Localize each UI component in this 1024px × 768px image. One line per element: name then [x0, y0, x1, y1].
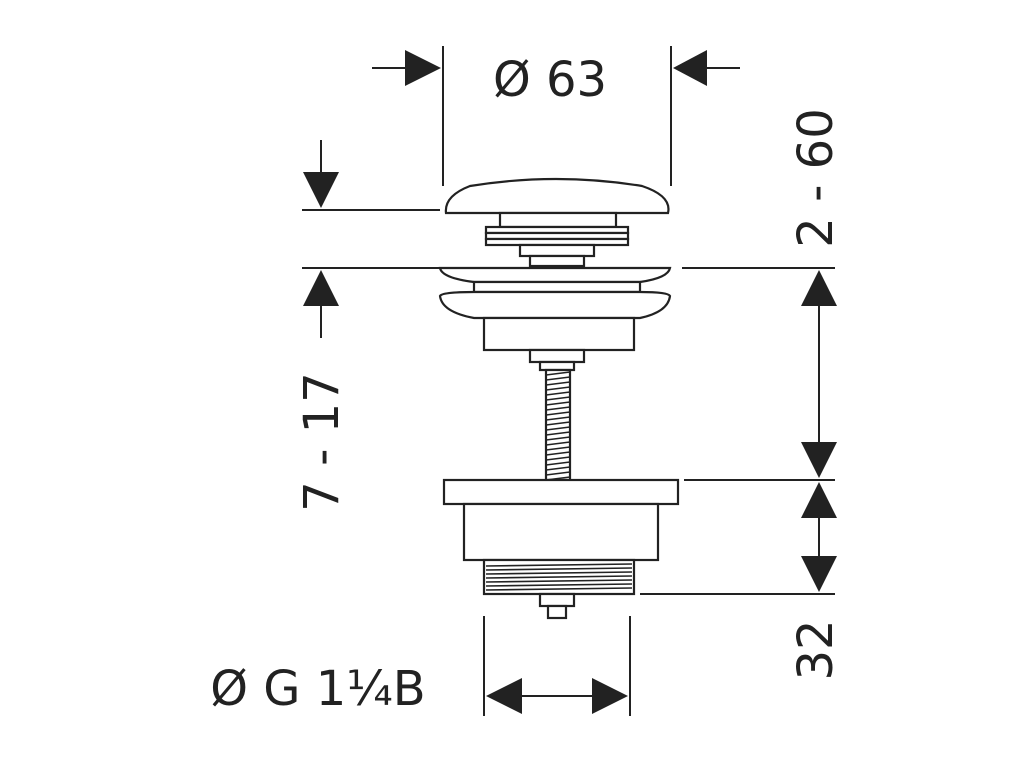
body-thread-line: [485, 579, 633, 583]
rod-thread-line: [545, 416, 571, 421]
body-height-label: 32: [788, 619, 844, 680]
rod-thread-line: [545, 371, 571, 376]
bottom-pin: [546, 604, 568, 620]
rod-thread-line: [545, 441, 571, 446]
lower-body: [462, 502, 660, 562]
flange-neck: [472, 280, 642, 294]
rod-thread-line: [545, 421, 571, 426]
rod-nut: [528, 348, 586, 364]
body-thread-line: [485, 587, 633, 591]
arrow-down-icon: [801, 556, 837, 592]
upper-flange: [438, 266, 672, 284]
cap-stem: [518, 243, 596, 258]
cap-height-label: 2 - 60: [788, 108, 844, 247]
dim-thread: Ø G 1¼B: [210, 616, 631, 717]
cap-seal-rings: [484, 225, 630, 247]
lower-flange: [438, 290, 672, 320]
drain-valve-assembly: [438, 177, 680, 620]
bottom-pin-base: [538, 592, 576, 608]
arrow-right-icon: [405, 50, 441, 86]
lower-washer: [442, 478, 680, 506]
arrow-left-icon: [486, 678, 522, 714]
cap-diameter-label: Ø 63: [493, 52, 607, 108]
thread-label: Ø G 1¼B: [210, 661, 425, 717]
arrow-down-icon: [303, 172, 339, 208]
rod-thread-line: [545, 381, 571, 386]
mount-range-label: 7 - 17: [294, 372, 350, 511]
body-thread-line: [485, 567, 633, 571]
body-thread-line: [485, 583, 633, 587]
rod-thread-line: [545, 396, 571, 401]
body-thread-line: [485, 571, 633, 575]
body-threads: [485, 563, 633, 591]
rod-thread-line: [545, 471, 571, 476]
rod-thread-line: [545, 436, 571, 441]
upper-body: [482, 316, 636, 352]
cap-stem-tip: [528, 254, 586, 268]
dim-cap-diameter: Ø 63: [372, 46, 740, 186]
dim-mount-range: 7 - 17: [294, 140, 440, 512]
rod-thread-line: [545, 406, 571, 411]
rod-thread-line: [545, 431, 571, 436]
rod-thread-line: [545, 411, 571, 416]
rod-thread-line: [545, 451, 571, 456]
arrow-down-icon: [801, 442, 837, 478]
arrow-up-icon: [303, 270, 339, 306]
body-thread-line: [485, 575, 633, 579]
dim-body-span: [640, 270, 837, 595]
rod-thread-line: [545, 466, 571, 471]
rod-thread-line: [545, 401, 571, 406]
rod-thread-line: [545, 446, 571, 451]
rod-thread-line: [545, 456, 571, 461]
rod-thread-line: [545, 386, 571, 391]
rod-collar: [538, 360, 576, 372]
body-thread-line: [485, 563, 633, 567]
arrow-left-icon: [673, 50, 707, 86]
rod-thread-line: [545, 461, 571, 466]
cap-neck: [498, 211, 618, 229]
rod-thread-line: [545, 376, 571, 381]
mushroom-cap: [444, 177, 670, 215]
arrow-up-icon: [801, 270, 837, 306]
dim-cap-height: 2 - 60: [682, 108, 844, 269]
arrow-right-icon: [592, 678, 628, 714]
dim-body-height: 32: [788, 619, 844, 680]
rod-thread-line: [545, 426, 571, 431]
arrow-up-icon: [801, 482, 837, 518]
rod-thread-line: [545, 391, 571, 396]
